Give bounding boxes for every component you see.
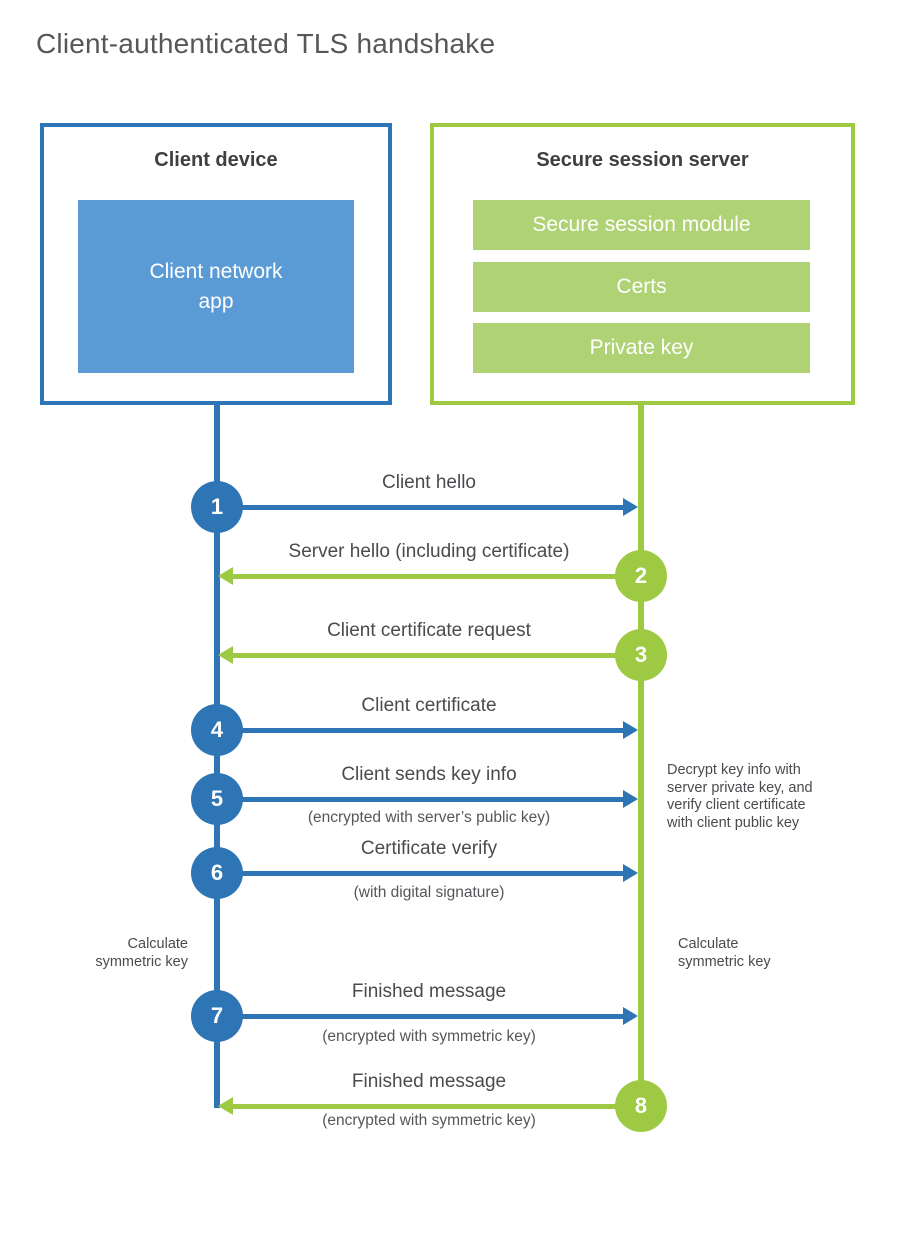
server-module-certs: Certs bbox=[473, 262, 810, 312]
server-lifeline bbox=[638, 405, 644, 1105]
client-device-title: Client device bbox=[154, 149, 278, 171]
message-label: Client certificate bbox=[361, 695, 497, 716]
message-label: Client sends key info bbox=[341, 764, 517, 785]
server-module-secure-session: Secure session module bbox=[473, 200, 810, 250]
arrowhead-left-icon bbox=[218, 1097, 233, 1115]
arrowhead-right-icon bbox=[623, 790, 638, 808]
arrowhead-right-icon bbox=[623, 864, 638, 882]
message-label: Finished message bbox=[351, 981, 507, 1002]
server-module-private-key: Private key bbox=[473, 323, 810, 373]
arrowhead-left-icon bbox=[218, 646, 233, 664]
arrowhead-left-icon bbox=[218, 567, 233, 585]
message-arrow-right bbox=[217, 1007, 638, 1025]
arrowhead-right-icon bbox=[623, 721, 638, 739]
message-arrow-right bbox=[217, 790, 638, 808]
arrowhead-right-icon bbox=[623, 1007, 638, 1025]
secure-session-server-title: Secure session server bbox=[536, 149, 749, 171]
message-label: Certificate verify bbox=[360, 838, 498, 859]
step-circle: 5 bbox=[191, 773, 243, 825]
client-network-app-box: Client network app bbox=[78, 200, 354, 373]
message-sublabel: (encrypted with symmetric key) bbox=[322, 1112, 536, 1129]
message-arrow-right bbox=[217, 864, 638, 882]
step-circle: 7 bbox=[191, 990, 243, 1042]
step-circle: 6 bbox=[191, 847, 243, 899]
decrypt-key-note: Decrypt key info with server private key… bbox=[667, 762, 813, 831]
arrowhead-right-icon bbox=[623, 498, 638, 516]
step-circle: 2 bbox=[615, 550, 667, 602]
message-sublabel: (encrypted with symmetric key) bbox=[322, 1028, 536, 1045]
step-circle: 1 bbox=[191, 481, 243, 533]
step-circle: 4 bbox=[191, 704, 243, 756]
message-sublabel: (with digital signature) bbox=[353, 884, 505, 901]
message-arrow-left bbox=[218, 1097, 641, 1115]
step-circle: 8 bbox=[615, 1080, 667, 1132]
message-arrow-right bbox=[217, 498, 638, 516]
secure-session-server-box: Secure session server Secure session mod… bbox=[430, 123, 855, 405]
message-sublabel: (encrypted with server’s public key) bbox=[307, 809, 551, 826]
message-arrow-left bbox=[218, 646, 641, 664]
page-title: Client-authenticated TLS handshake bbox=[36, 28, 496, 59]
client-device-box: Client device Client network app bbox=[40, 123, 392, 405]
client-lifeline bbox=[214, 405, 220, 1108]
message-label: Client hello bbox=[382, 472, 476, 493]
message-label: Server hello (including certificate) bbox=[288, 541, 570, 562]
calculate-symmetric-key-note-client: Calculate symmetric key bbox=[95, 936, 188, 970]
message-label: Client certificate request bbox=[327, 620, 531, 641]
message-arrow-right bbox=[217, 721, 638, 739]
calculate-symmetric-key-note-server: Calculate symmetric key bbox=[678, 936, 771, 970]
message-arrow-left bbox=[218, 567, 641, 585]
step-circle: 3 bbox=[615, 629, 667, 681]
message-label: Finished message bbox=[351, 1071, 507, 1092]
